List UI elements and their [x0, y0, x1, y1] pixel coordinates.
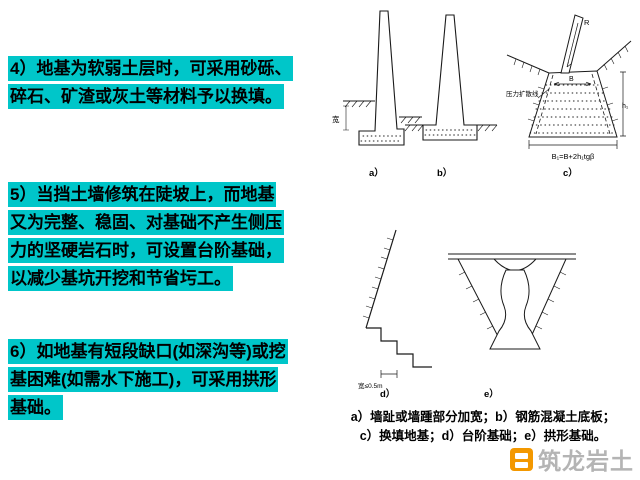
- figure-b-label: b）: [437, 167, 452, 179]
- wall-a-outline: [358, 10, 405, 146]
- step-width-label: 宽≤0.5m: [358, 381, 383, 390]
- gorge-right-line-e: [525, 258, 567, 349]
- slab-b-stipple: [424, 129, 476, 136]
- arch-curve-e: [493, 258, 537, 271]
- highlighted-text: 4）地基为软弱土层时，可采用砂砾、: [8, 56, 294, 81]
- force-label-r: R: [584, 18, 590, 27]
- step-width-dimension: [380, 370, 398, 378]
- pressure-diffusion-lines: [535, 73, 611, 135]
- zhulong-logo-icon: [510, 447, 533, 471]
- ground-hatch-right-c: [603, 45, 629, 71]
- steps-outline-d: [366, 327, 432, 368]
- figure-e-label: e）: [484, 388, 499, 398]
- figure-group-bottom: 宽≤0.5m d） e）: [358, 229, 576, 398]
- highlighted-text: 基困难(如需水下施工)，可采用拱形: [8, 367, 279, 392]
- figure-a-label: a）: [369, 167, 384, 179]
- figure-c-replaced-fill-drawing: R 压力扩散线 B h₁ B₁=B+2h₁tgβ c）: [506, 14, 632, 179]
- highlighted-text: 6）如地基有短段缺口(如深沟等)或挖: [8, 339, 288, 364]
- paragraph-5-line: 5）当挡土墙修筑在陡坡上，而地基: [8, 181, 320, 209]
- ground-hatch-left-c: [513, 58, 541, 76]
- dimension-label-a: 宽: [332, 114, 340, 124]
- figure-caption: a）墙趾或墙踵部分加宽；b）钢筋混凝土底板； c）换填地基；d）台阶基础；e）拱…: [328, 408, 638, 446]
- figure-d-stepped-foundation-drawing: 宽≤0.5m d）: [358, 229, 432, 398]
- caption-line-1: a）墙趾或墙踵部分加宽；b）钢筋混凝土底板；: [350, 410, 616, 424]
- formula-b1: B₁=B+2h₁tgβ: [552, 152, 595, 161]
- highlighted-text: 又为完整、稳固、对基础不产生侧压: [8, 210, 284, 235]
- watermark-text: 筑龙岩土: [538, 448, 634, 474]
- ground-hatch-right-a: [400, 116, 421, 124]
- wall-a-footing-stipple: [360, 135, 403, 142]
- wall-stem-c: [560, 14, 584, 74]
- dimension-b-line: [553, 81, 592, 87]
- paragraph-6-line: 基困难(如需水下施工)，可采用拱形: [8, 366, 320, 394]
- watermark: 筑龙岩土: [510, 442, 634, 476]
- paragraph-5-line: 力的坚硬岩石时，可设置台阶基础，: [8, 237, 320, 265]
- gorge-left-line-e: [457, 258, 505, 349]
- excavation-hatch-c: [527, 86, 619, 122]
- highlighted-text: 以减少基坑开挖和节省圬工。: [8, 266, 233, 291]
- pressure-label-leader: [537, 88, 550, 99]
- ground-line-right-c: [596, 40, 632, 72]
- resultant-force-arrow: [566, 22, 579, 68]
- ground-hatch-left-a: [344, 100, 372, 108]
- ground-hatch-b: [404, 124, 498, 132]
- highlighted-text: 力的坚硬岩石时，可设置台阶基础，: [8, 238, 284, 263]
- gorge-hatch-left-e: [458, 271, 500, 343]
- figure-d-label: d）: [380, 388, 395, 398]
- arch-pier-outline-e: [489, 269, 541, 350]
- figure-e-arch-foundation-drawing: e）: [448, 253, 576, 398]
- dimension-b-label: B: [569, 76, 574, 83]
- gorge-hatch-right-e: [529, 271, 567, 343]
- paragraph-5-line: 又为完整、稳固、对基础不产生侧压: [8, 209, 320, 237]
- slope-hatch-d: [362, 237, 394, 319]
- dimension-h1-line: [620, 71, 626, 137]
- paragraph-6-line: 6）如地基有短段缺口(如深沟等)或挖: [8, 338, 320, 366]
- paragraph-6: 6）如地基有短段缺口(如深沟等)或挖 基困难(如需水下施工)，可采用拱形 基础。: [8, 338, 320, 422]
- figure-b-base-slab-wall-drawing: b）: [404, 14, 498, 179]
- figure-group-top: 宽 a） b） R 压力扩散线 B: [332, 10, 632, 179]
- wall-base-lines-e: [448, 253, 576, 260]
- highlighted-text: 5）当挡土墙修筑在陡坡上，而地基: [8, 182, 277, 207]
- highlighted-text: 碎石、矿渣或灰土等材料予以换填。: [8, 84, 284, 109]
- dimension-h1-label: h₁: [622, 103, 629, 110]
- fill-stipple-c: [529, 84, 617, 134]
- dimension-line-a: [343, 105, 349, 131]
- paragraph-5-line: 以减少基坑开挖和节省圬工。: [8, 265, 320, 293]
- paragraph-6-line: 基础。: [8, 394, 320, 422]
- paragraph-4-line: 4）地基为软弱土层时，可采用砂砾、: [8, 55, 320, 83]
- paragraph-4: 4）地基为软弱土层时，可采用砂砾、 碎石、矿渣或灰土等材料予以换填。: [8, 55, 320, 111]
- ground-line-left-c: [506, 54, 550, 74]
- figure-c-label: c）: [563, 167, 578, 179]
- paragraph-4-line: 碎石、矿渣或灰土等材料予以换填。: [8, 83, 320, 111]
- pressure-line-label: 压力扩散线: [506, 89, 539, 98]
- paragraph-5: 5）当挡土墙修筑在陡坡上，而地基 又为完整、稳固、对基础不产生侧压 力的坚硬岩石…: [8, 181, 320, 293]
- figure-a-widened-toe-wall-drawing: 宽 a）: [332, 10, 422, 179]
- caption-line-2: c）换填地基；d）台阶基础；e）拱形基础。: [359, 429, 607, 443]
- wall-b-outline: [422, 14, 478, 141]
- dimension-b1-line: [528, 140, 618, 149]
- highlighted-text: 基础。: [8, 395, 63, 420]
